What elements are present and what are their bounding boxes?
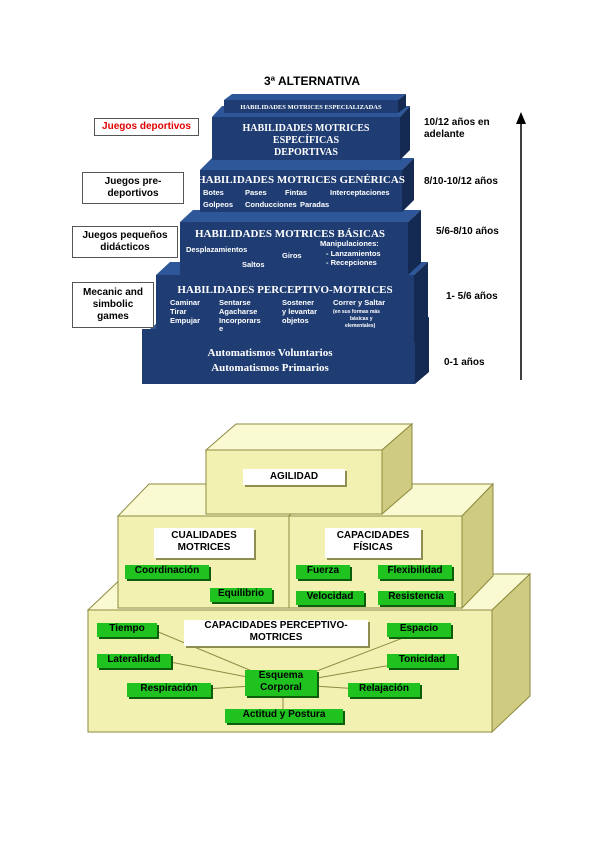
fuerza-box: Fuerza <box>296 565 350 579</box>
skill-giros: Giros <box>282 251 302 260</box>
side-label-juegos-pequenos: Juegos pequeños didácticos <box>72 226 178 258</box>
side-label-text: simbolic <box>92 299 134 310</box>
side-label-text: Mecanic and <box>82 287 144 298</box>
age-label-1-5: 1- 5/6 años <box>446 291 498 303</box>
pyramid-title: 3ª ALTERNATIVA <box>264 74 360 88</box>
age-text: 10/12 años en <box>424 117 490 128</box>
tiempo-box: Tiempo <box>97 623 157 637</box>
tonicidad-box: Tonicidad <box>387 654 457 668</box>
skill-interceptaciones: Interceptaciones <box>330 188 390 197</box>
age-text: 5/6-8/10 años <box>436 226 499 237</box>
especificas-line-1: HABILIDADES MOTRICES <box>243 123 370 134</box>
age-label-8-10: 8/10-10/12 años <box>424 176 498 188</box>
skill-incorporarse: Incorporars <box>219 316 261 325</box>
skill-incorporarse-end: e <box>219 324 223 333</box>
center-line: Esquema <box>258 670 304 681</box>
basicas-title: HABILIDADES MOTRICES BÁSICAS <box>195 228 385 240</box>
velocidad-box: Velocidad <box>296 591 364 605</box>
side-label-text: Juegos deportivos <box>102 121 191 132</box>
skill-lanzamientos: - Lanzamientos <box>326 249 381 258</box>
especializadas-title: HABILIDADES MOTRICES ESPECIALIZADAS <box>240 104 382 111</box>
skill-levantar: y levantar <box>282 307 317 316</box>
skill-paradas: Paradas <box>300 200 329 209</box>
equilibrio-box: Equilibrio <box>210 588 272 602</box>
title-line: MOTRICES <box>249 632 303 643</box>
skill-empujar: Empujar <box>170 316 200 325</box>
genericas-title: HABILIDADES MOTRICES GENÉRICAS <box>197 174 405 186</box>
skill-botes: Botes <box>203 188 224 197</box>
level-genericas: HABILIDADES MOTRICES GENÉRICAS Botes Pas… <box>197 158 414 212</box>
age-label-10-12: 10/12 años en adelante <box>424 117 490 141</box>
respiracion-box: Respiración <box>127 683 211 697</box>
title-line: CAPACIDADES PERCEPTIVO- <box>204 620 348 631</box>
skill-tirar: Tirar <box>170 307 187 316</box>
center-line: Corporal <box>260 682 302 693</box>
actitud-postura-box: Actitud y Postura <box>225 709 343 723</box>
side-label-text: Juegos pequeños <box>82 230 168 241</box>
side-label-juegos-predeportivos: Juegos pre- deportivos <box>82 172 184 204</box>
title-line: FÍSICAS <box>353 542 393 553</box>
level-basicas: HABILIDADES MOTRICES BÁSICAS Desplazamie… <box>180 210 421 275</box>
resistencia-box: Resistencia <box>378 591 454 605</box>
especificas-line-2: ESPECÍFICAS <box>273 134 340 146</box>
age-text: 8/10-10/12 años <box>424 176 498 187</box>
perceptivo-motrices-title: HABILIDADES PERCEPTIVO-MOTRICES <box>177 284 392 296</box>
esquema-corporal-box: Esquema Corporal <box>245 670 317 696</box>
skill-note-2: básicas y <box>350 316 373 322</box>
automatismos-line-1: Automatismos Voluntarios <box>208 347 334 359</box>
title-line: CAPACIDADES <box>336 530 410 541</box>
skill-conducciones: Conducciones <box>245 200 297 209</box>
lateralidad-box: Lateralidad <box>97 654 171 668</box>
skill-agacharse: Agacharse <box>219 307 257 316</box>
skill-golpeos: Golpeos <box>203 200 233 209</box>
coordinacion-box: Coordinación <box>125 565 209 579</box>
skill-desplazamientos: Desplazamientos <box>186 245 247 254</box>
skill-caminar: Caminar <box>170 298 200 307</box>
age-arrow <box>516 112 526 380</box>
motor-skills-pyramid: 3ª ALTERNATIVA Automatismos Voluntarios … <box>142 74 526 384</box>
skill-correr-saltar: Correr y Saltar <box>333 298 385 307</box>
automatismos-line-2: Automatismos Primarios <box>211 362 329 374</box>
age-text: 0-1 años <box>444 357 485 368</box>
especificas-line-3: DEPORTIVAS <box>274 147 338 158</box>
age-text: 1- 5/6 años <box>446 291 498 302</box>
title-line: MOTRICES <box>177 542 231 553</box>
espacio-box: Espacio <box>387 623 451 637</box>
skill-manipulaciones: Manipulaciones: <box>320 239 379 248</box>
title-line: CUALIDADES <box>171 530 237 541</box>
age-label-0-1: 0-1 años <box>444 357 485 369</box>
skill-sostener: Sostener <box>282 298 314 307</box>
flexibilidad-box: Flexibilidad <box>378 565 452 579</box>
level-especializadas: HABILIDADES MOTRICES ESPECIALIZADAS <box>224 94 406 113</box>
side-label-text: games <box>97 311 129 322</box>
side-label-text: didácticos <box>100 242 150 253</box>
skill-objetos: objetos <box>282 316 309 325</box>
capacidades-fisicas-title: CAPACIDADES FÍSICAS <box>325 528 421 558</box>
top-box <box>204 422 414 516</box>
age-label-5-6: 5/6-8/10 años <box>436 226 499 238</box>
side-label-mecanic-games: Mecanic and simbolic games <box>72 282 154 328</box>
perceptivo-motrices-title: CAPACIDADES PERCEPTIVO- MOTRICES <box>184 620 368 646</box>
skill-saltos: Saltos <box>242 260 265 269</box>
relajacion-box: Relajación <box>348 683 420 697</box>
side-label-text: deportivos <box>107 188 159 199</box>
agilidad-label: AGILIDAD <box>243 469 345 485</box>
skill-pases: Pases <box>245 188 267 197</box>
skill-recepciones: - Recepciones <box>326 258 377 267</box>
cualidades-motrices-title: CUALIDADES MOTRICES <box>154 528 254 558</box>
side-label-juegos-deportivos: Juegos deportivos <box>94 118 199 136</box>
skill-sentarse: Sentarse <box>219 298 251 307</box>
age-text: adelante <box>424 129 465 140</box>
skill-fintas: Fintas <box>285 188 307 197</box>
skill-note-3: elementales) <box>345 323 376 329</box>
side-label-text: Juegos pre- <box>104 176 162 187</box>
skill-note-1: (en sus formas más <box>333 309 380 315</box>
